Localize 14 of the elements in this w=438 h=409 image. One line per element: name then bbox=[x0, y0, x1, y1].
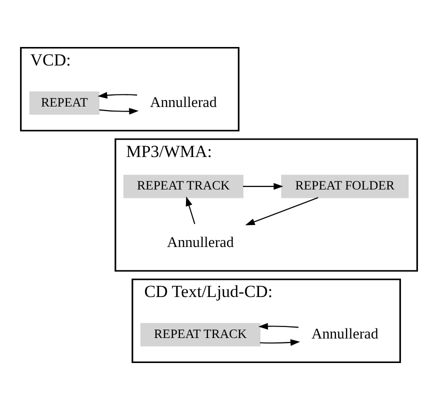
arrow bbox=[258, 322, 298, 330]
node-box: REPEAT bbox=[29, 90, 100, 114]
arrow bbox=[186, 196, 196, 224]
arrow bbox=[260, 338, 300, 346]
arrow bbox=[98, 91, 138, 98]
node-box: REPEAT TRACK bbox=[123, 174, 244, 198]
node-box: REPEAT FOLDER bbox=[281, 174, 409, 198]
node-text: Annullerad bbox=[166, 234, 234, 251]
arrow bbox=[99, 107, 139, 114]
node-text: Annullerad bbox=[150, 94, 217, 110]
node-text: Annullerad bbox=[311, 326, 378, 342]
arrow bbox=[243, 182, 284, 190]
node-box: REPEAT TRACK bbox=[140, 322, 260, 346]
arrow bbox=[245, 196, 318, 225]
